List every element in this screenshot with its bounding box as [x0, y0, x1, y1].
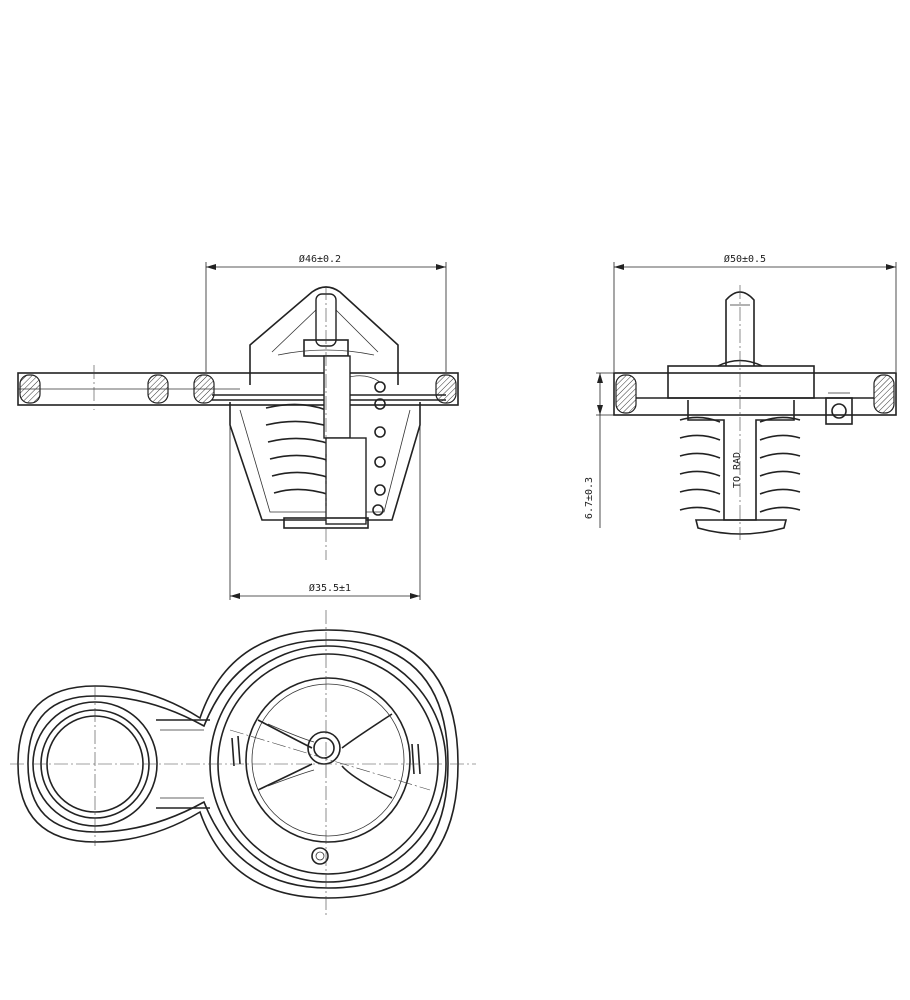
- top-view: [10, 610, 476, 915]
- side-height-dimension: 6.7±0.3: [584, 372, 614, 528]
- side-height-dim-label: 6.7±0.3: [584, 477, 595, 519]
- front-wax-element: [283, 355, 369, 529]
- front-top-dimension: Ø46±0.2: [205, 253, 447, 372]
- front-top-dim-label: Ø46±0.2: [299, 253, 341, 265]
- front-bottom-dimension: Ø35.5±1: [229, 425, 421, 600]
- side-body: TO RAD: [679, 400, 801, 535]
- side-marking: TO RAD: [732, 452, 743, 488]
- side-view: Ø50±0.5 TO RAD: [584, 253, 897, 540]
- side-flange: [613, 365, 897, 416]
- front-spring: [265, 375, 386, 516]
- front-section-view: Ø46±0.2: [17, 253, 459, 600]
- front-bottom-dim-label: Ø35.5±1: [309, 582, 351, 594]
- front-bridge: [249, 286, 399, 385]
- front-flange: [17, 372, 459, 406]
- side-top-dimension: Ø50±0.5: [613, 253, 897, 372]
- side-jiggle-valve: [825, 392, 853, 425]
- side-top-dim-label: Ø50±0.5: [724, 253, 766, 265]
